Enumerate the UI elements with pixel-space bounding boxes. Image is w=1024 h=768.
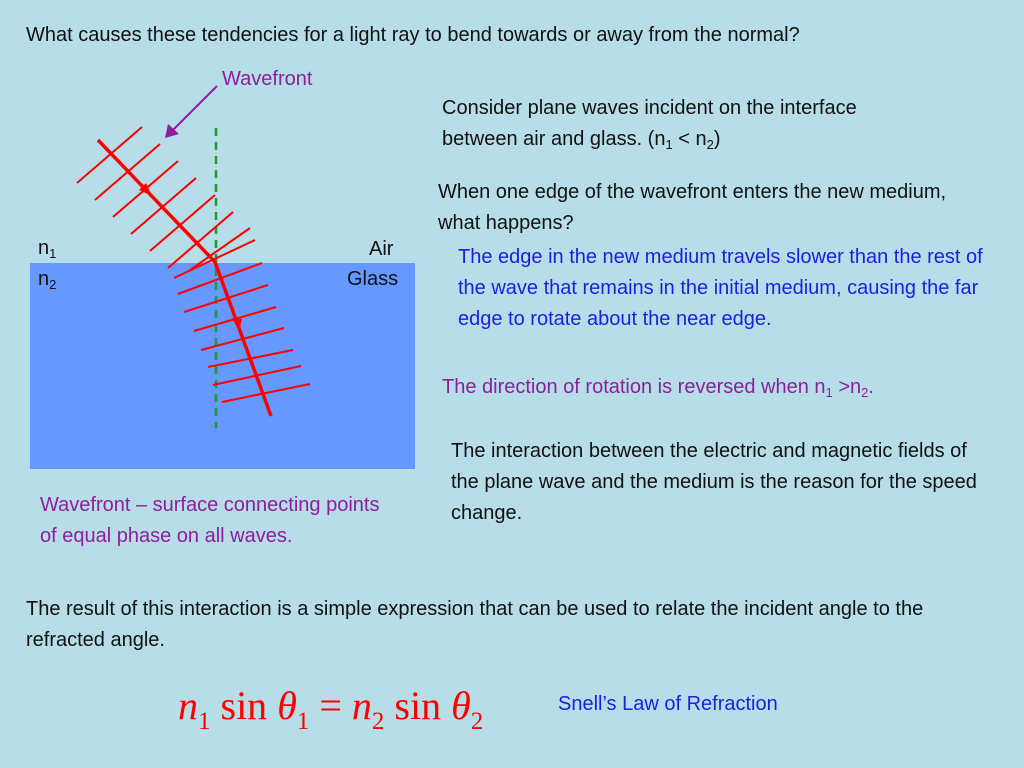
reversed-direction-text: The direction of rotation is reversed wh… <box>442 376 874 400</box>
wavefront-line <box>76 126 143 184</box>
snells-law-equation: n1 sin θ1 = n2 sin θ2 <box>178 683 484 735</box>
wavefront-line <box>94 143 161 201</box>
wavefront-line <box>221 383 311 403</box>
wavefront-line <box>193 306 277 332</box>
glass-medium <box>30 263 415 469</box>
wavefront-line <box>112 160 179 218</box>
snells-law-label: Snell’s Law of Refraction <box>558 693 778 715</box>
wavefront-line <box>212 365 302 386</box>
question-text: What causes these tendencies for a light… <box>26 24 800 46</box>
glass-wavefronts <box>173 239 311 403</box>
wavefront-label: Wavefront <box>222 68 313 90</box>
edge-question-text: When one edge of the wavefront enters th… <box>438 181 947 234</box>
wavefront-line <box>200 327 285 351</box>
interaction-text: The interaction between the electric and… <box>451 440 977 524</box>
wavefront-line <box>130 177 197 235</box>
refracted-arrowhead <box>232 318 242 331</box>
wavefront-pointer-arrowhead <box>165 124 179 138</box>
wavefront-pointer-arrow <box>171 85 218 132</box>
wavefront-definition-text: Wavefront – surface connecting points of… <box>40 494 380 547</box>
n1-label: n1 <box>38 237 57 261</box>
wavefront-line <box>177 262 263 295</box>
glass-label: Glass <box>347 268 399 290</box>
wavefront-line <box>189 227 251 271</box>
wavefront-line <box>167 211 234 269</box>
consider-text: Consider plane waves incident on the int… <box>442 97 857 152</box>
n2-label: n2 <box>38 268 57 292</box>
air-label: Air <box>369 238 394 260</box>
wavefront-line <box>149 194 216 252</box>
result-text: The result of this interaction is a simp… <box>26 598 924 651</box>
incident-ray <box>96 138 217 264</box>
wavefront-line <box>183 284 269 313</box>
answer-text: The edge in the new medium travels slowe… <box>458 246 983 330</box>
wavefront-line <box>207 349 294 368</box>
air-wavefronts <box>76 126 251 271</box>
wavefront-line <box>173 239 256 279</box>
